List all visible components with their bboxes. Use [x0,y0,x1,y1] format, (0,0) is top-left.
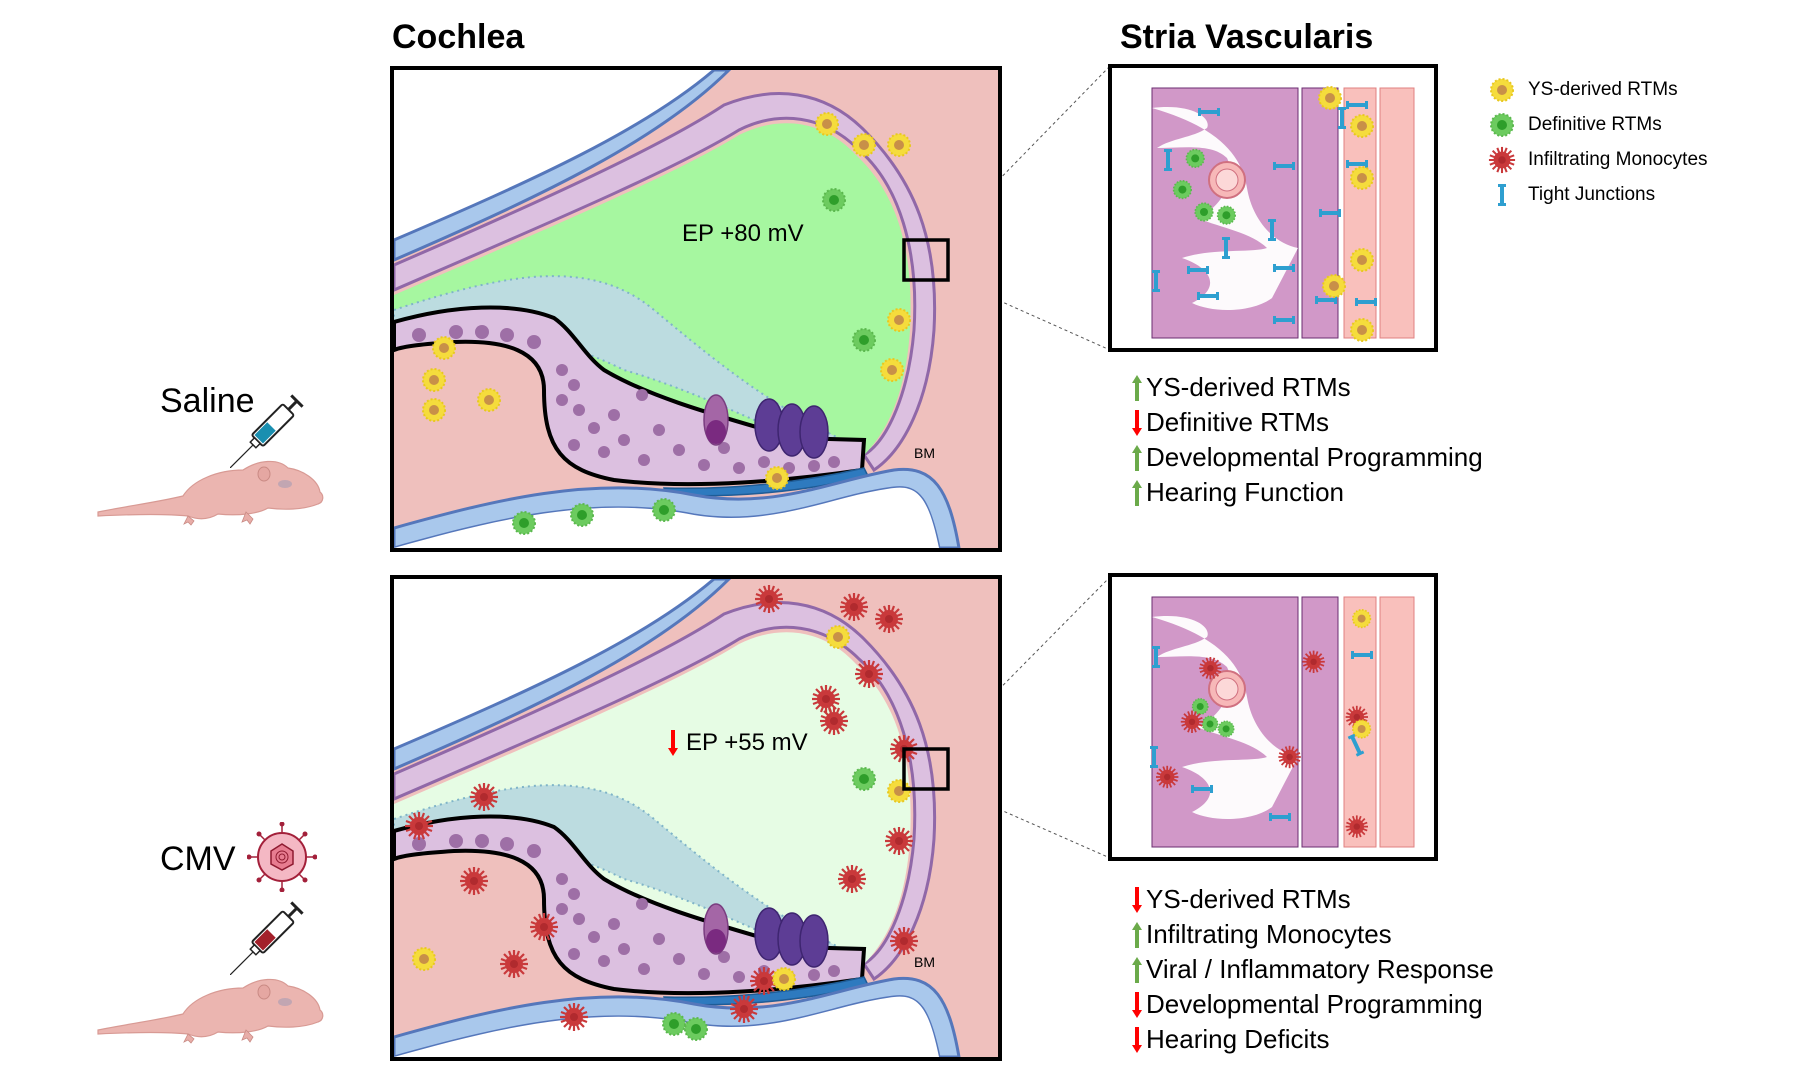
legend-item-tight-junction: Tight Junctions [1488,177,1708,212]
saline-syringe-icon [230,394,304,468]
legend-label: Definitive RTMs [1528,113,1662,135]
ep-label: EP +55 mV [686,729,808,756]
legend-item-infiltrating-monocyte: Infiltrating Monocytes [1488,142,1708,177]
cmv-label: CMV [160,840,236,878]
ep-value-saline: EP +80 mV [682,220,804,248]
down-arrow-icon [1132,886,1142,913]
summary-item: Hearing Function [1130,475,1483,510]
stria-zoom-box [902,747,950,791]
down-arrow-icon [1132,991,1142,1018]
summary-saline: YS-derived RTMs Definitive RTMs Developm… [1130,370,1483,510]
summary-item: YS-derived RTMs [1130,370,1483,405]
stria-zoom-box [902,238,950,282]
summary-item: Viral / Inflammatory Response [1130,952,1494,987]
summary-item: Hearing Deficits [1130,1022,1494,1057]
stria-vascularis-title: Stria Vascularis [1120,18,1374,56]
summary-item: Definitive RTMs [1130,405,1483,440]
summary-item: Developmental Programming [1130,987,1494,1022]
stria-panel-saline [1108,64,1438,352]
summary-item: YS-derived RTMs [1130,882,1494,917]
legend-label: Tight Junctions [1528,183,1656,205]
legend-item-ys-rtm: YS-derived RTMs [1488,72,1708,107]
up-arrow-icon [1132,444,1142,471]
legend-item-definitive-rtm: Definitive RTMs [1488,107,1708,142]
bm-label-cmv: BM [914,954,935,970]
stria-panel-cmv [1108,573,1438,861]
cochlea-title: Cochlea [392,18,525,56]
stria-illustration-cmv [1150,596,1415,848]
legend-label: Infiltrating Monocytes [1528,148,1708,170]
cochlea-panel-saline: EP +80 mV BM [390,66,1002,552]
down-arrow-icon [1132,1026,1142,1053]
cochlea-panel-cmv: EP +55 mV BM [390,575,1002,1061]
legend: YS-derived RTMs Definitive RTMs Infiltra… [1488,72,1708,212]
summary-cmv: YS-derived RTMs Infiltrating Monocytes V… [1130,882,1494,1057]
ep-label: EP +80 mV [682,220,804,247]
stria-illustration-saline [1151,86,1415,342]
cochlea-illustration-saline [394,70,998,548]
up-arrow-icon [1132,956,1142,983]
cochlea-illustration-cmv [394,579,998,1057]
up-arrow-icon [1132,374,1142,401]
summary-item: Infiltrating Monocytes [1130,917,1494,952]
down-arrow-icon [668,730,678,756]
down-arrow-icon [1132,409,1142,436]
summary-item: Developmental Programming [1130,440,1483,475]
saline-label: Saline [160,382,255,420]
bm-label-saline: BM [914,445,935,461]
cmv-virus-icon [247,822,317,892]
cmv-syringe-icon [230,901,304,975]
legend-label: YS-derived RTMs [1528,78,1678,100]
up-arrow-icon [1132,921,1142,948]
ep-value-cmv: EP +55 mV [666,729,808,757]
up-arrow-icon [1132,479,1142,506]
